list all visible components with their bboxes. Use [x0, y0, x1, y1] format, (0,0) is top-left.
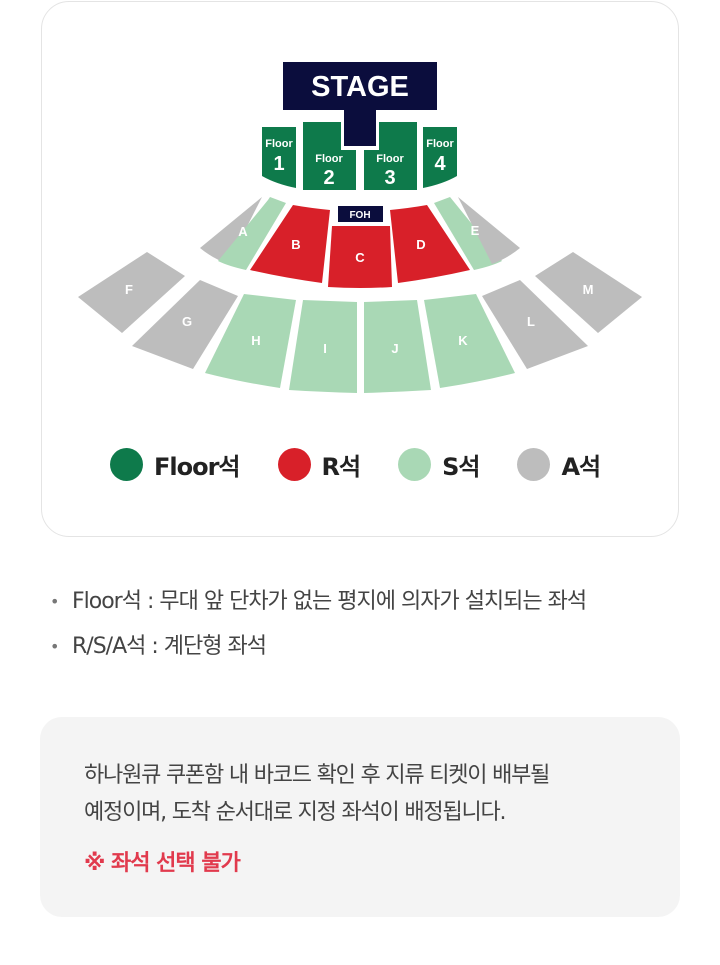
legend-floor-dot [110, 447, 143, 481]
note-rsa: R/S/A석 : 계단형 좌석 [50, 631, 710, 676]
legend-item-a: A석 [517, 447, 601, 482]
floor-3-top: Floor [376, 153, 404, 165]
stage [283, 62, 437, 146]
floor-2-top: Floor [315, 153, 343, 165]
section-c-label: C [355, 250, 365, 265]
floor-1-top: Floor [265, 138, 293, 150]
info-box: 하나원큐 쿠폰함 내 바코드 확인 후 지류 티켓이 배부될 예정이며, 도착 … [40, 717, 680, 917]
section-f[interactable] [78, 252, 185, 333]
section-a-label: A [238, 224, 248, 239]
legend-floor-label: Floor석 [154, 452, 241, 481]
legend-a-label: A석 [561, 452, 601, 481]
seat-selection-warning: ※ 좌석 선택 불가 [84, 851, 241, 876]
section-h[interactable] [205, 294, 296, 388]
section-k[interactable] [424, 294, 515, 388]
section-g-label: G [182, 314, 192, 329]
section-e-gray[interactable] [458, 197, 520, 264]
info-line-1: 하나원큐 쿠폰함 내 바코드 확인 후 지류 티켓이 배부될 [84, 763, 550, 788]
section-l[interactable] [482, 280, 588, 369]
section-h-label: H [251, 333, 260, 348]
floor-section-3[interactable] [364, 122, 417, 190]
section-e-label: E [471, 223, 480, 238]
seat-notes: Floor석 : 무대 앞 단차가 없는 평지에 의자가 설치되는 좌석 R/S… [50, 586, 710, 676]
legend-item-r: R석 [277, 447, 362, 482]
section-e[interactable] [434, 197, 502, 270]
floor-section-2[interactable] [303, 122, 356, 190]
stage-label: STAGE [311, 71, 409, 103]
legend-a-dot [517, 447, 551, 481]
floor-2-num: 2 [323, 167, 334, 189]
section-j[interactable] [364, 300, 431, 393]
section-f-label: F [125, 282, 133, 297]
floor-4-num: 4 [434, 153, 446, 175]
section-c[interactable] [328, 226, 392, 288]
note-floor: Floor석 : 무대 앞 단차가 없는 평지에 의자가 설치되는 좌석 [50, 586, 710, 631]
floor-section-4[interactable] [423, 127, 457, 188]
section-i-label: I [323, 341, 327, 356]
section-i[interactable] [289, 300, 357, 393]
legend-s-dot [398, 447, 432, 481]
section-j-label: J [391, 341, 398, 356]
section-l-label: L [527, 314, 535, 329]
section-a[interactable] [218, 197, 286, 270]
floor-4-top: Floor [426, 138, 454, 150]
floor-1-num: 1 [273, 153, 284, 175]
floor-3-num: 3 [384, 167, 395, 189]
section-m-label: M [583, 282, 594, 297]
foh-booth [338, 206, 383, 222]
section-a-gray[interactable] [200, 197, 262, 264]
legend-r-label: R석 [321, 452, 362, 481]
section-g[interactable] [132, 280, 238, 369]
legend-item-s: S석 [398, 447, 480, 482]
legend-r-dot [277, 447, 311, 481]
seat-legend: Floor석 R석 S석 A석 [110, 446, 630, 482]
section-b-label: B [291, 237, 300, 252]
section-m[interactable] [535, 252, 642, 333]
section-b[interactable] [250, 205, 330, 283]
section-k-label: K [458, 333, 468, 348]
floor-section-1[interactable] [262, 127, 296, 188]
legend-s-label: S석 [442, 452, 480, 481]
foh-label: FOH [349, 210, 370, 221]
info-line-2: 예정이며, 도착 순서대로 지정 좌석이 배정됩니다. [84, 800, 507, 825]
section-d-label: D [416, 237, 425, 252]
legend-item-floor: Floor석 [110, 447, 241, 482]
seat-map: STAGE Floor 1 Floor 2 Floor 3 Floor 4 FO… [78, 62, 642, 393]
section-d[interactable] [390, 205, 470, 283]
